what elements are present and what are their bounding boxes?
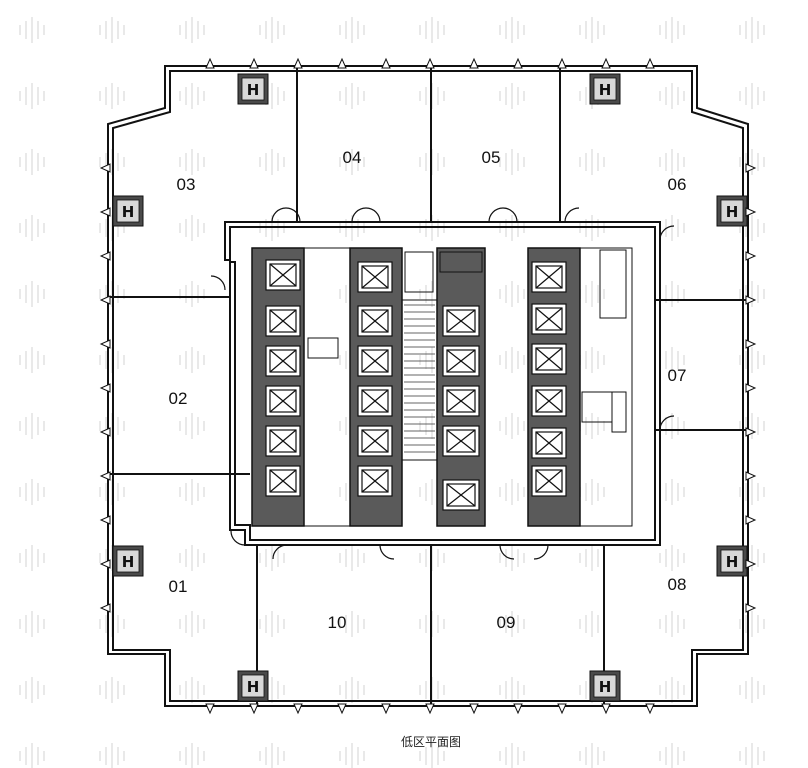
unit-label-01: 01 [169, 577, 188, 596]
svg-text:H: H [599, 81, 612, 99]
unit-partitions [110, 68, 746, 704]
outer-wall [107, 65, 749, 707]
svg-text:H: H [122, 553, 135, 571]
svg-text:H: H [599, 678, 612, 696]
column-h-icon: H [589, 73, 621, 105]
column-h-icon: H [112, 545, 144, 577]
core-details [303, 247, 633, 527]
unit-label-05: 05 [482, 148, 501, 167]
column-h-icon: H [716, 195, 748, 227]
unit-label-10: 10 [328, 613, 347, 632]
column-h-icon: H [589, 670, 621, 702]
svg-text:H: H [247, 81, 260, 99]
unit-label-03: 03 [177, 175, 196, 194]
svg-text:H: H [726, 203, 739, 221]
core-right-center-bank [436, 247, 486, 527]
core-left-center-bank [349, 247, 403, 527]
column-h-icon: H [237, 670, 269, 702]
svg-text:H: H [726, 553, 739, 571]
core-right-bank [527, 247, 581, 527]
unit-label-09: 09 [497, 613, 516, 632]
column-h-icon: H [112, 195, 144, 227]
core-left-bank [251, 247, 305, 527]
unit-labels: 01 02 03 04 05 06 07 08 09 10 [169, 148, 687, 632]
column-h-icon: H [716, 545, 748, 577]
unit-label-06: 06 [668, 175, 687, 194]
plan-caption: 低区平面图 [401, 735, 461, 749]
svg-text:H: H [122, 203, 135, 221]
unit-label-04: 04 [343, 148, 362, 167]
unit-label-07: 07 [668, 366, 687, 385]
unit-label-02: 02 [169, 389, 188, 408]
doors [210, 207, 675, 560]
unit-label-08: 08 [668, 575, 687, 594]
wall-markers [99, 57, 757, 715]
corridor-wall [224, 221, 661, 546]
structural-columns: H H H H H H H H [112, 73, 748, 702]
svg-text:H: H [247, 678, 260, 696]
column-h-icon: H [237, 73, 269, 105]
